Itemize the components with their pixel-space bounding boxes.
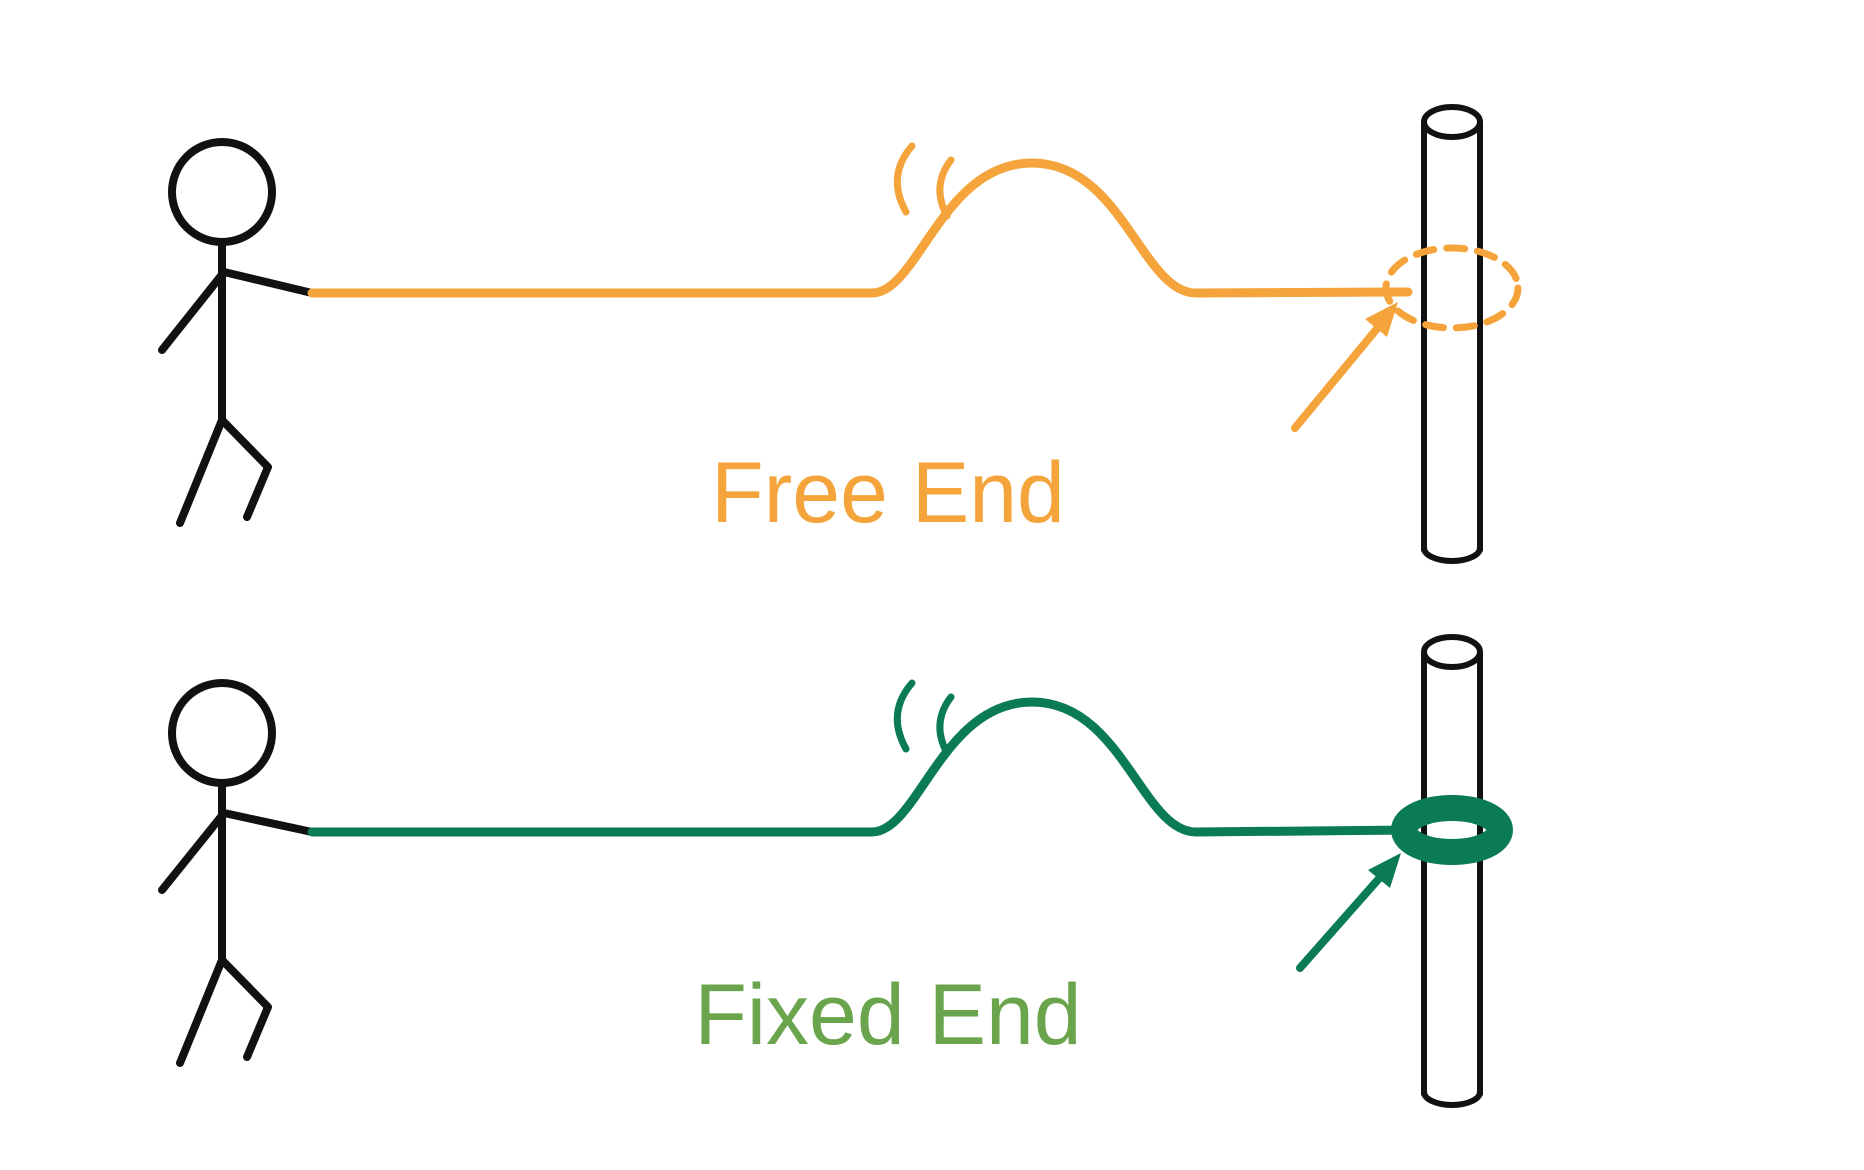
rope-fixed-end (307, 697, 1417, 837)
panel-free-end: Free End (158, 104, 1522, 564)
figure-leg-left (176, 416, 226, 527)
figure-arm-right (220, 268, 316, 297)
pole-bottom-rim (1421, 1089, 1483, 1108)
pole-top (1421, 104, 1483, 564)
pole-bottom-rim (1421, 545, 1483, 564)
pole-cap-ellipse (1421, 104, 1483, 140)
figure-leg-right (218, 416, 272, 521)
fixed-end-arrow-head (1368, 853, 1401, 888)
stick-figure-bottom (158, 679, 316, 1067)
vibration-marks-bottom-icon (893, 679, 955, 757)
free-end-arrow-icon (1291, 302, 1398, 432)
fixed-end-arrow-icon (1296, 853, 1401, 972)
pole-cap-ellipse (1421, 634, 1483, 670)
vibration-arc-outer (893, 142, 916, 216)
figure-arm-right (220, 809, 316, 836)
stick-figure-top (158, 138, 316, 527)
free-end-arrow-shaft (1291, 321, 1384, 432)
fixed-end-ring-icon (1391, 795, 1513, 865)
fixed-end-label: Fixed End (694, 967, 1081, 1063)
figure-leg-left (176, 956, 226, 1067)
figure-leg-right (218, 956, 272, 1061)
free-end-label: Free End (711, 445, 1065, 541)
vibration-arc-inner (936, 693, 955, 757)
figure-arm-left (158, 268, 228, 354)
fixed-end-arrow-shaft (1296, 870, 1387, 972)
figure-arm-left (158, 809, 228, 894)
figure-head (168, 138, 276, 246)
free-end-arrow-head (1365, 302, 1398, 337)
rope-free-end (307, 158, 1413, 298)
vibration-arc-outer (893, 679, 916, 753)
pole-bottom (1421, 634, 1483, 1108)
vibration-arc-inner (936, 156, 955, 220)
vibration-marks-top-icon (893, 142, 955, 220)
figure-head (168, 679, 276, 787)
free-end-ring-icon (1382, 244, 1522, 332)
panel-fixed-end: Fixed End (158, 634, 1513, 1108)
